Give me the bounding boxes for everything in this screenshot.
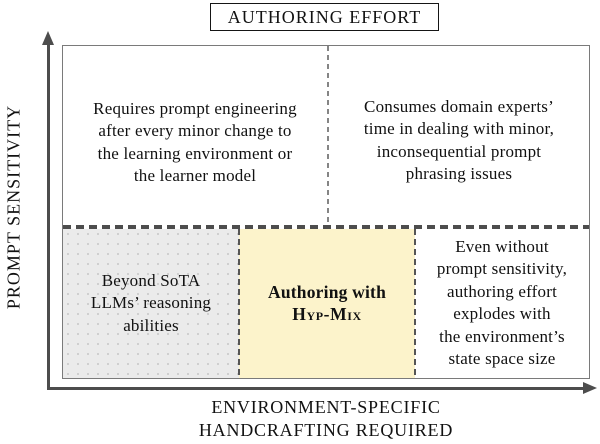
figure-title-box: AUTHORING EFFORT bbox=[210, 3, 439, 31]
plot-area: Requires prompt engineering after every … bbox=[62, 45, 590, 379]
quadrant-top-right-text: Consumes domain experts’ time in dealing… bbox=[363, 96, 555, 184]
x-axis-arrowhead-icon bbox=[583, 381, 597, 394]
x-axis bbox=[46, 386, 584, 390]
hypmix-region-right-dashed-border bbox=[414, 228, 416, 378]
hypmix-region-left-dashed-border bbox=[237, 228, 240, 378]
figure-title: AUTHORING EFFORT bbox=[227, 6, 422, 27]
low-sensitivity-low-handcrafting-region bbox=[63, 228, 239, 378]
vertical-dashed-separator bbox=[327, 46, 329, 226]
hypmix-highlight-region bbox=[239, 228, 415, 378]
hypmix-label: Authoring with Hyp-Mix bbox=[239, 229, 415, 378]
quadrant-bottom-right-text: Even without prompt sensitivity, authori… bbox=[436, 236, 568, 369]
hypmix-label-line2: Hyp-Mix bbox=[292, 304, 362, 325]
quadrant-top-left-text: Requires prompt engineering after every … bbox=[93, 98, 297, 186]
horizontal-dashed-separator bbox=[63, 225, 589, 229]
y-axis-label: PROMPT SENSITIVITY bbox=[3, 104, 24, 310]
quadrant-bottom-left-text: Beyond SoTA LLMs’ reasoning abilities bbox=[90, 270, 212, 335]
hypmix-label-line1: Authoring with bbox=[267, 281, 387, 302]
y-axis-arrowhead-icon bbox=[42, 31, 54, 45]
y-axis bbox=[46, 42, 50, 388]
x-axis-label: ENVIRONMENT-SPECIFIC HANDCRAFTING REQUIR… bbox=[198, 397, 454, 440]
